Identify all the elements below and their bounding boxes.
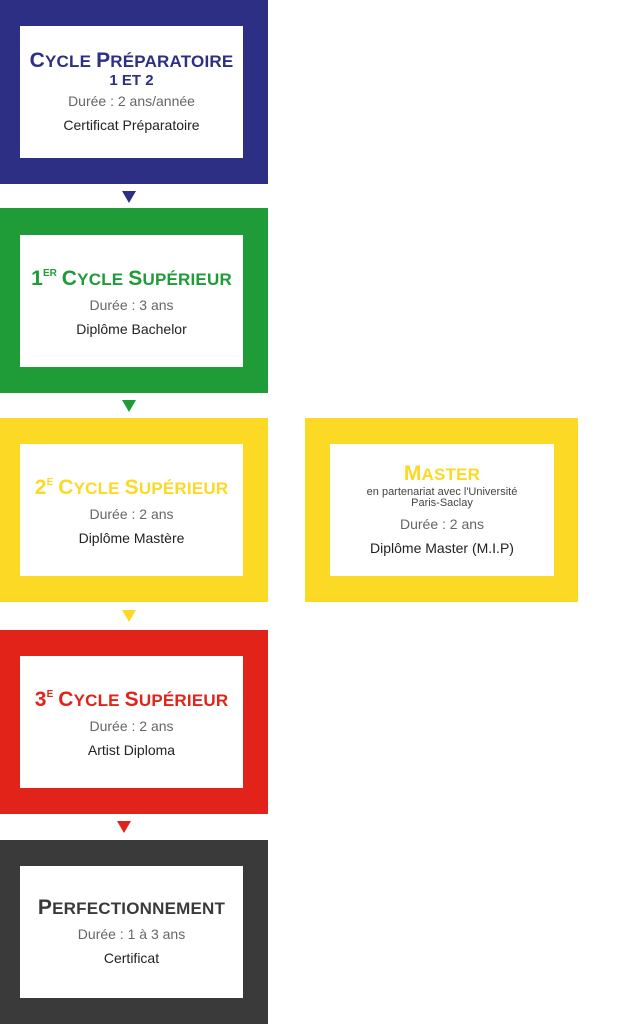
perfectionnement-duration: Durée : 1 à 3 ans [77,925,186,942]
cycle-preparatoire-card: CYCLE PRÉPARATOIRE 1 ET 2 Durée : 2 ans/… [20,26,243,158]
second-cycle-diploma: Diplôme Mastère [78,530,185,546]
cycle-preparatoire-diploma: Certificat Préparatoire [63,116,200,133]
master-title: MASTER [403,461,481,485]
arrow-down-icon [122,610,136,622]
third-cycle-diploma: Artist Diploma [87,742,176,758]
first-cycle-title-text: CYCLE SUPÉRIEUR [61,267,232,290]
cycle-preparatoire-duration: Durée : 2 ans/année [68,92,195,109]
arrow-down-icon [122,400,136,412]
second-cycle-ordinal-suffix: E [46,477,54,488]
first-cycle-diploma: Diplôme Bachelor [76,321,187,337]
master-title-text: MASTER [403,461,481,485]
second-cycle-title: 2E CYCLE SUPÉRIEUR [35,473,229,499]
third-cycle-block: 3E CYCLE SUPÉRIEUR Durée : 2 ans Artist … [0,630,268,814]
first-cycle-duration: Durée : 3 ans [89,297,174,313]
second-cycle-block: 2E CYCLE SUPÉRIEUR Durée : 2 ans Diplôme… [0,418,268,602]
third-cycle-title-text: CYCLE SUPÉRIEUR [58,688,229,711]
third-cycle-ordinal: 3 [34,688,47,711]
second-cycle-title-text: CYCLE SUPÉRIEUR [58,476,229,499]
first-cycle-card: 1ER CYCLE SUPÉRIEUR Durée : 3 ans Diplôm… [20,235,243,367]
master-duration: Durée : 2 ans [399,515,485,532]
third-cycle-card: 3E CYCLE SUPÉRIEUR Durée : 2 ans Artist … [20,656,243,788]
first-cycle-ordinal: 1 [31,267,43,290]
first-cycle-title: 1ER CYCLE SUPÉRIEUR [31,264,232,290]
third-cycle-duration: Durée : 2 ans [89,718,174,734]
master-diploma: Diplôme Master (M.I.P) [370,539,514,556]
perfectionnement-block: PERFECTIONNEMENT Durée : 1 à 3 ans Certi… [0,840,268,1024]
third-cycle-ordinal-suffix: E [46,689,54,700]
second-cycle-ordinal: 2 [34,476,47,499]
arrow-down-icon [117,821,131,833]
master-card: MASTER en partenariat avec l'Université … [330,444,554,576]
perfectionnement-title-text: PERFECTIONNEMENT [37,895,226,919]
second-cycle-duration: Durée : 2 ans [89,506,174,522]
perfectionnement-card: PERFECTIONNEMENT Durée : 1 à 3 ans Certi… [20,866,243,998]
cycle-preparatoire-title-text: CYCLE PRÉPARATOIRE [29,48,234,72]
cycle-preparatoire-subtitle: 1 ET 2 [109,71,154,89]
master-partnership-note: en partenariat avec l'Université Paris-S… [366,485,518,509]
first-cycle-block: 1ER CYCLE SUPÉRIEUR Durée : 3 ans Diplôm… [0,208,268,393]
cycle-preparatoire-title: CYCLE PRÉPARATOIRE [29,48,234,72]
perfectionnement-title: PERFECTIONNEMENT [37,895,226,919]
master-block: MASTER en partenariat avec l'Université … [305,418,578,602]
first-cycle-ordinal-suffix: ER [42,268,57,279]
perfectionnement-diploma: Certificat [103,949,160,966]
third-cycle-title: 3E CYCLE SUPÉRIEUR [35,685,229,711]
second-cycle-card: 2E CYCLE SUPÉRIEUR Durée : 2 ans Diplôme… [20,444,243,576]
cycle-preparatoire-block: CYCLE PRÉPARATOIRE 1 ET 2 Durée : 2 ans/… [0,0,268,184]
arrow-down-icon [122,191,136,203]
